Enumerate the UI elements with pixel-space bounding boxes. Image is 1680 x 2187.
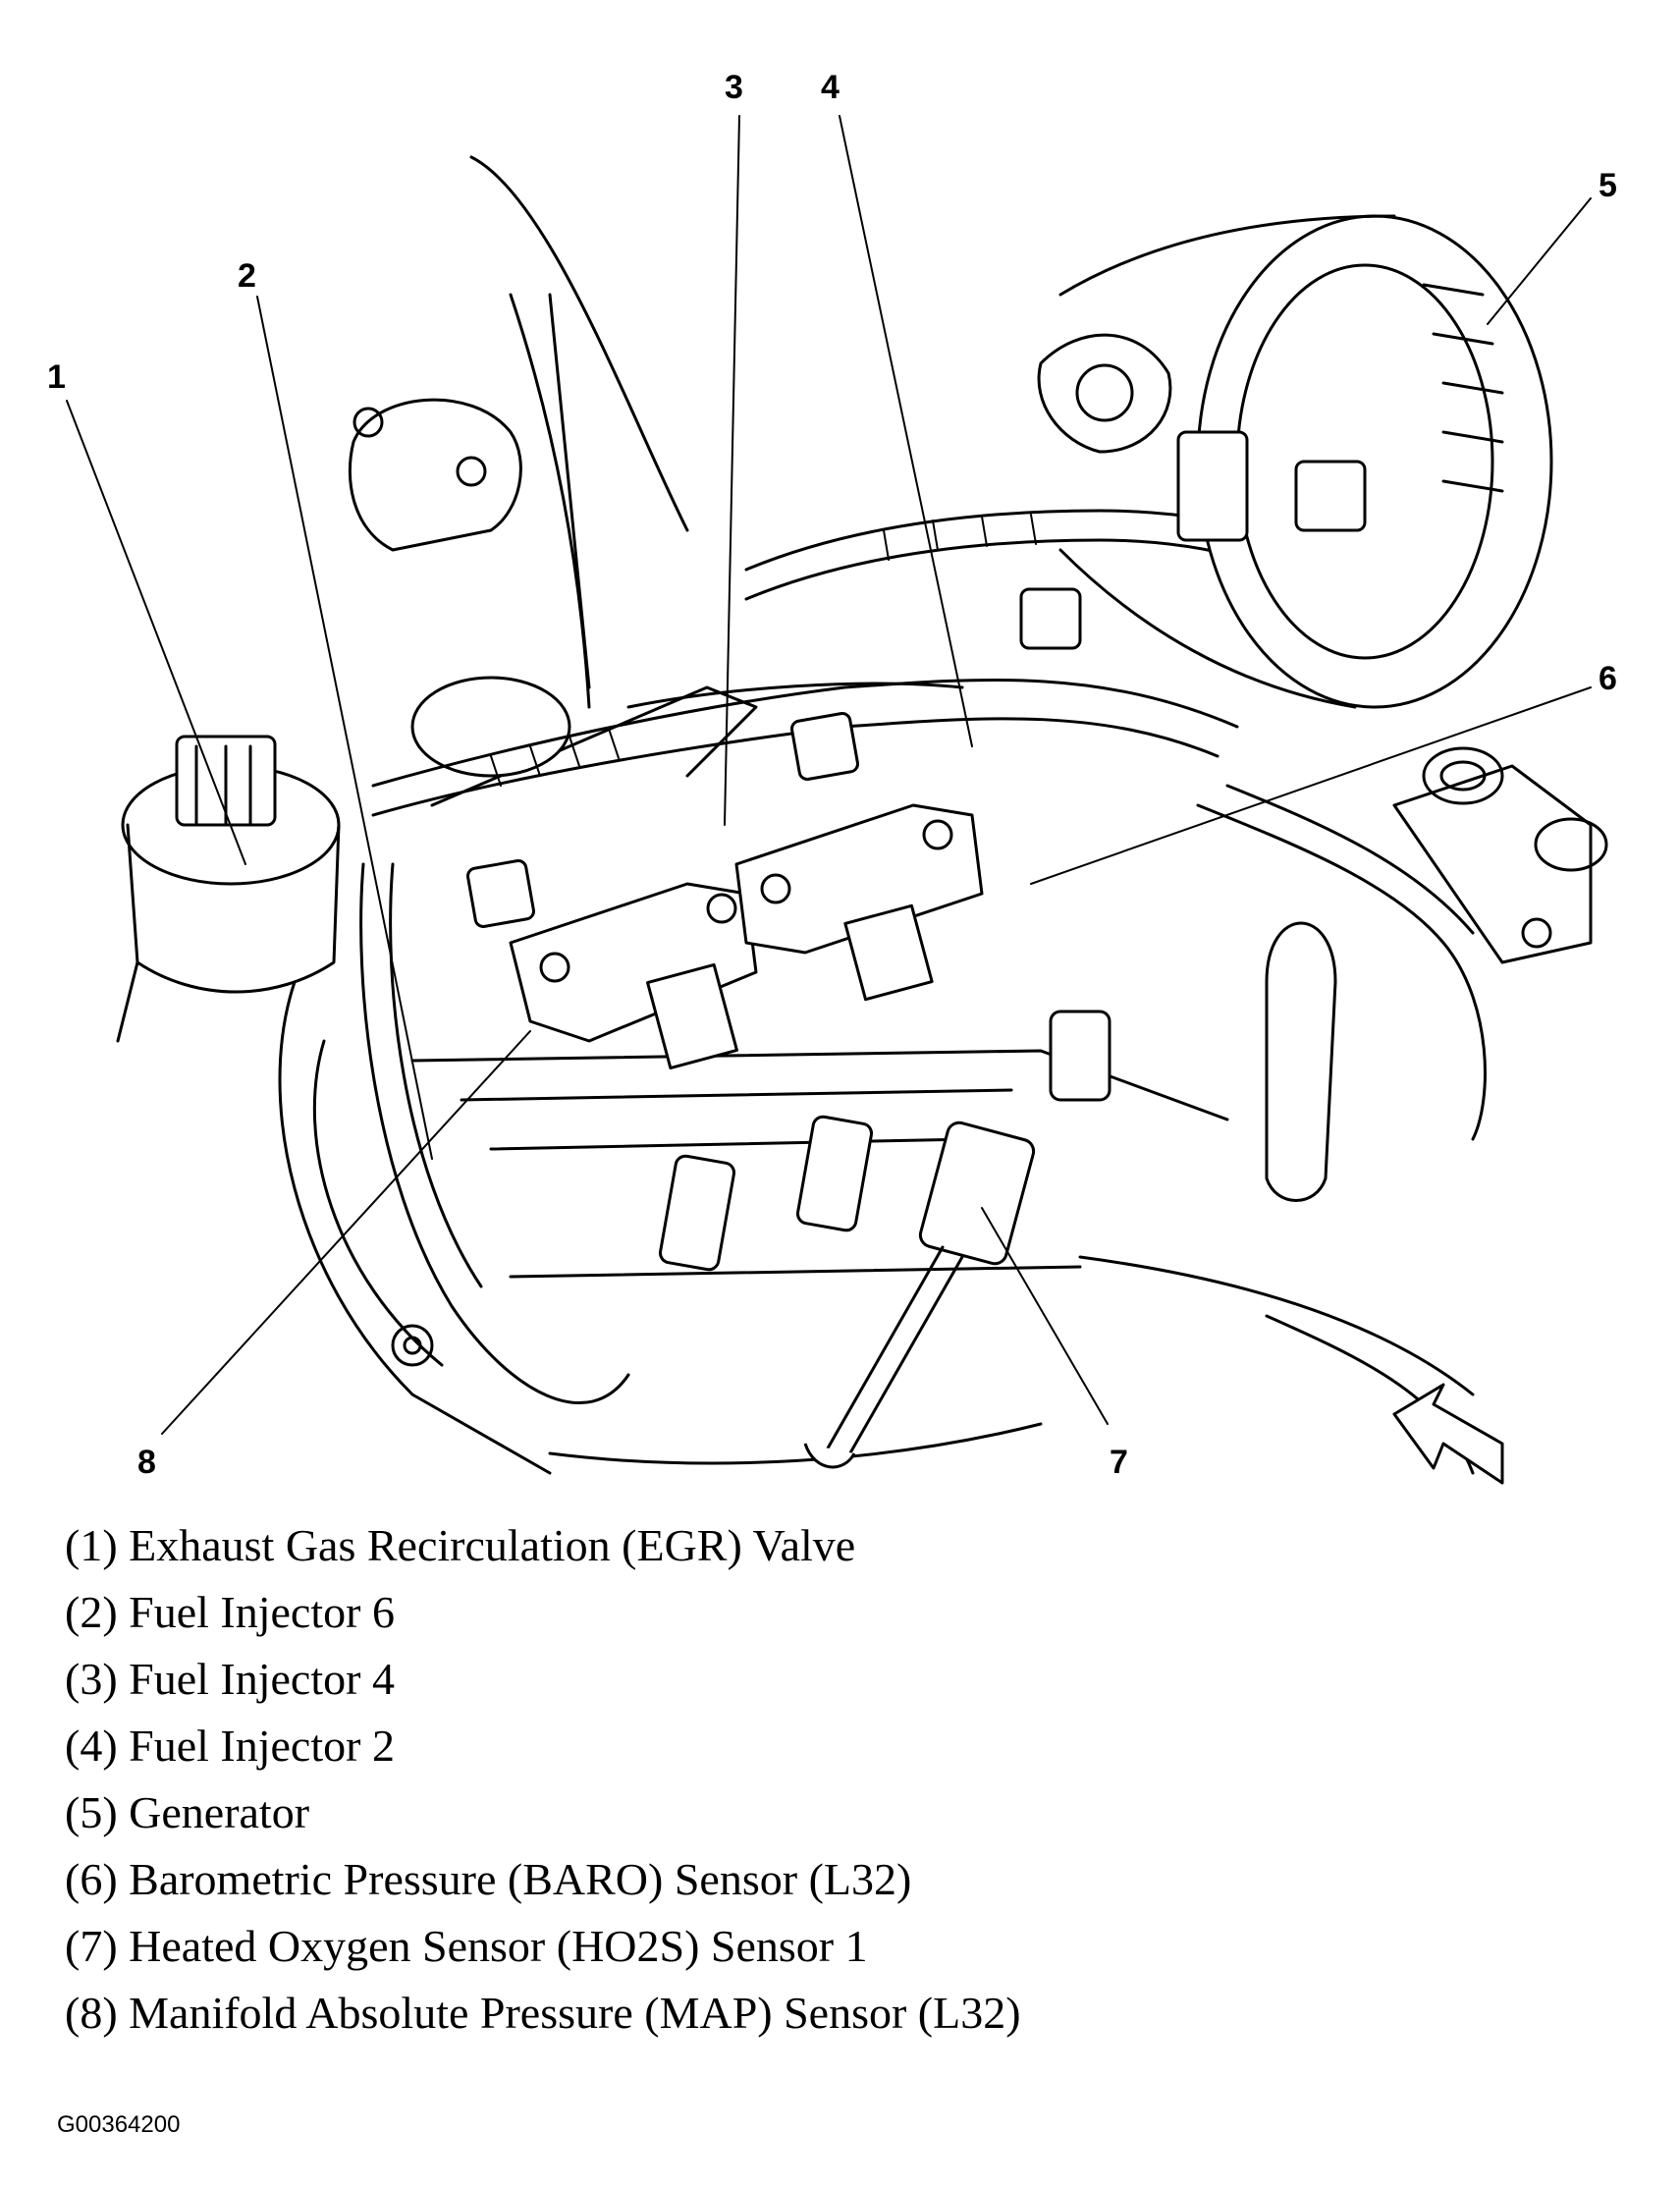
harness-connectors [466,430,1367,1469]
callout-1: 1 [47,358,66,396]
legend-item-map-sensor: (8) Manifold Absolute Pressure (MAP) Sen… [65,1988,1021,2038]
legend-item-fuel-injector-2: (4) Fuel Injector 2 [65,1721,395,1771]
callout-2: 2 [238,257,256,295]
callout-6: 6 [1599,660,1617,697]
coolant-fittings [1265,746,1608,1202]
view-direction-arrow-icon [1392,1383,1504,1485]
generator [1037,214,1553,709]
legend-item-fuel-injector-4: (3) Fuel Injector 4 [65,1654,395,1704]
figure-code: G00364200 [57,2111,181,2138]
sensor-bracket [509,803,984,1070]
legend-item-generator: (5) Generator [65,1787,310,1837]
component-legend: (1) Exhaust Gas Recirculation (EGR) Valv… [65,1512,1021,2047]
egr-flange [348,398,522,552]
engine-body-outline [278,980,1475,1475]
callout-3: 3 [725,69,743,106]
callout-7: 7 [1110,1444,1128,1481]
engine-illustration: 1 2 3 4 5 6 7 8 [47,69,1617,1485]
legend-item-fuel-injector-6: (2) Fuel Injector 6 [65,1587,395,1637]
callout-numbers: 1 2 3 4 5 6 7 8 [47,69,1617,1481]
callout-8: 8 [137,1444,156,1481]
egr-valve [116,735,341,1043]
legend-item-egr-valve: (1) Exhaust Gas Recirculation (EGR) Valv… [65,1520,856,1570]
legend-item-ho2s-sensor: (7) Heated Oxygen Sensor (HO2S) Sensor 1 [65,1921,868,1971]
callout-5: 5 [1599,167,1617,204]
callout-4: 4 [821,69,840,106]
legend-item-baro-sensor: (6) Barometric Pressure (BARO) Sensor (L… [65,1854,912,1904]
leader-lines [66,115,1592,1435]
intake-plenum [410,155,964,807]
